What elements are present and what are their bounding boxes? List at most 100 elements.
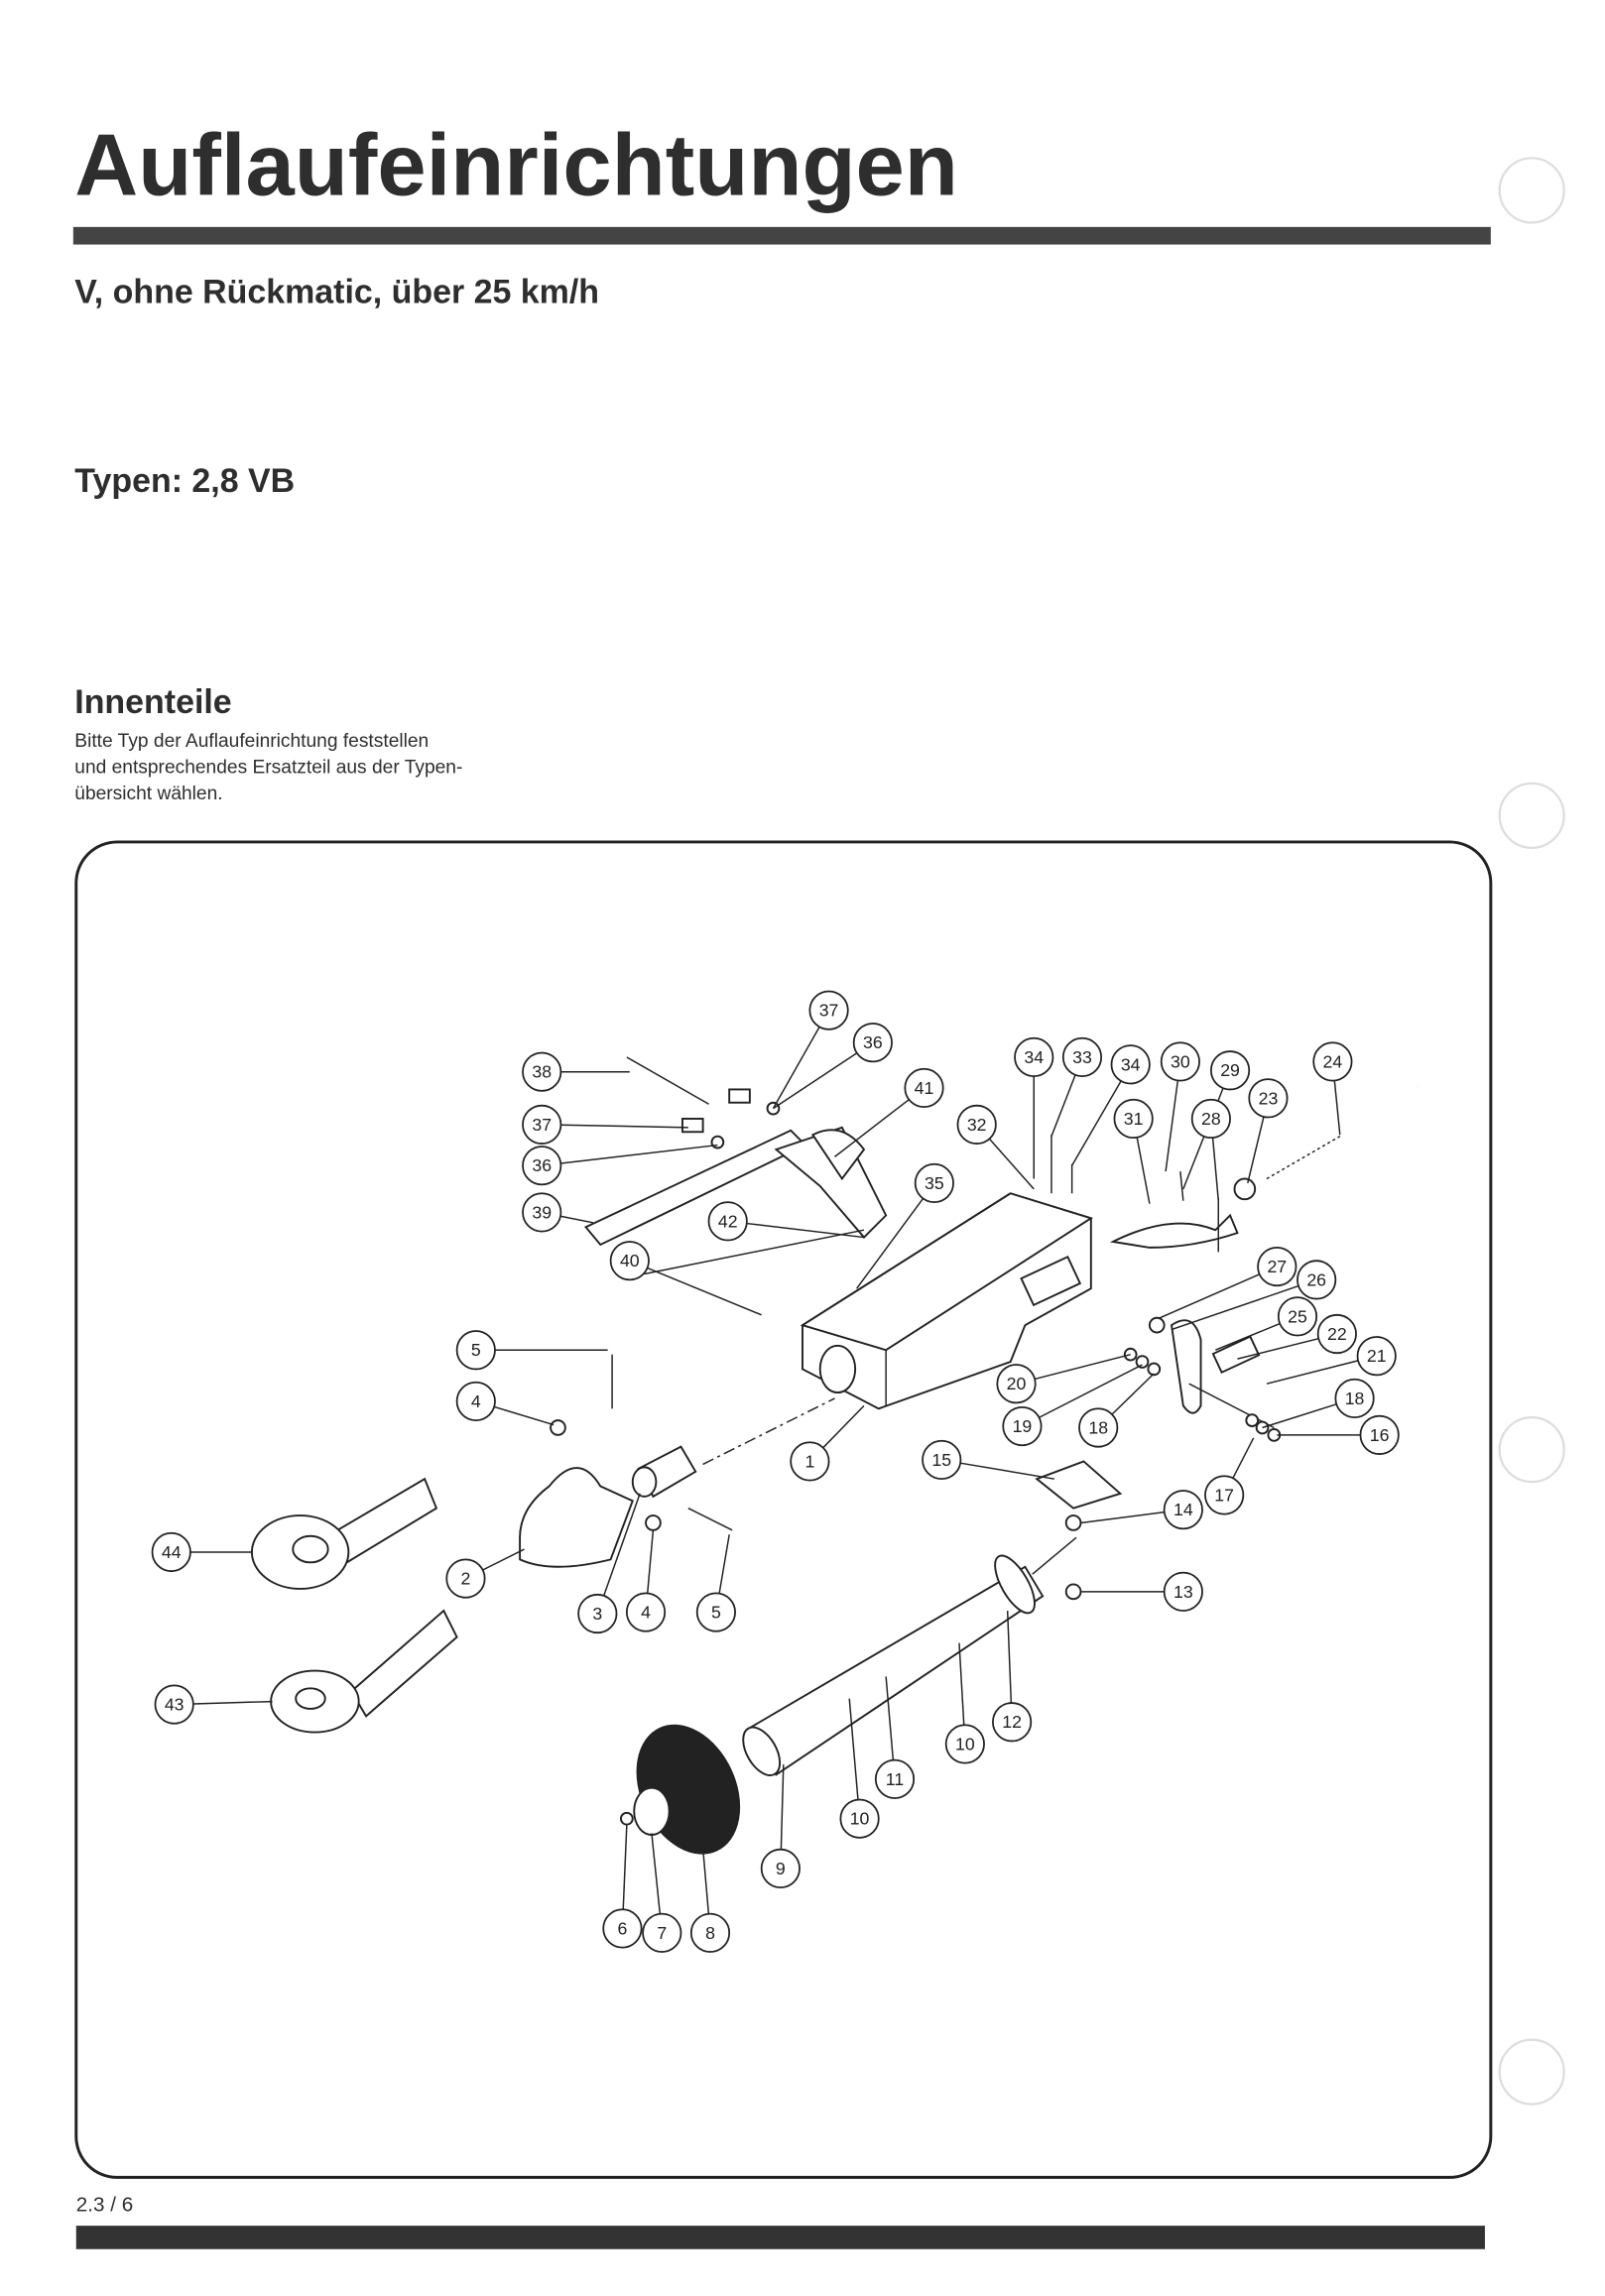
callout-number: 13 — [1173, 1582, 1193, 1602]
callout-34: 34 — [1070, 1044, 1151, 1166]
leader-line — [746, 1222, 865, 1239]
leader-line — [1171, 1284, 1299, 1331]
callout-27: 27 — [1159, 1247, 1297, 1319]
callout-number: 37 — [532, 1115, 552, 1135]
callout-number: 1 — [804, 1451, 814, 1471]
callout-number: 6 — [617, 1918, 627, 1938]
callout-circle — [760, 1848, 801, 1888]
callout-circle — [577, 1593, 618, 1634]
callout-number: 8 — [705, 1923, 715, 1943]
callout-number: 18 — [1345, 1389, 1365, 1408]
leader-line — [1159, 1273, 1261, 1319]
callout-circle — [154, 1684, 194, 1725]
callout-19: 19 — [1002, 1364, 1143, 1447]
leader-line — [1165, 1080, 1179, 1172]
callout-18: 18 — [1078, 1373, 1155, 1448]
callout-18: 18 — [1262, 1378, 1375, 1429]
callout-number: 35 — [925, 1173, 944, 1193]
callout-4: 4 — [625, 1529, 667, 1632]
leader-line — [1070, 1080, 1122, 1166]
callout-36: 36 — [773, 1023, 893, 1110]
callout-circle — [839, 1798, 880, 1839]
leader-line — [1080, 1511, 1165, 1524]
callout-number: 21 — [1367, 1346, 1387, 1366]
leader-line — [958, 1642, 965, 1726]
leader-line — [701, 1848, 710, 1914]
callout-number: 9 — [776, 1859, 786, 1878]
callout-number: 31 — [1124, 1109, 1144, 1129]
callout-2: 2 — [445, 1548, 525, 1599]
callout-number: 20 — [1007, 1374, 1027, 1393]
callout-circle — [602, 1908, 643, 1949]
callout-circle — [852, 1023, 893, 1063]
callout-number: 36 — [863, 1032, 883, 1052]
callout-number: 44 — [162, 1542, 182, 1562]
callout-number: 16 — [1370, 1425, 1390, 1445]
callout-circle — [1113, 1098, 1154, 1140]
leader-line — [603, 1493, 641, 1597]
leader-line — [560, 1124, 688, 1129]
callout-circle — [1110, 1044, 1151, 1085]
leader-line — [647, 1529, 655, 1594]
callout-number: 18 — [1088, 1417, 1108, 1437]
exploded-view-drawing — [250, 1056, 1420, 1855]
callout-circle — [1014, 1036, 1054, 1078]
callout-circle — [151, 1531, 191, 1573]
callout-circle — [609, 1241, 650, 1281]
callout-number: 33 — [1072, 1047, 1092, 1067]
callout-12: 12 — [992, 1611, 1033, 1743]
callout-10: 10 — [944, 1642, 985, 1764]
leader-line — [834, 1099, 910, 1157]
callout-14: 14 — [1080, 1490, 1203, 1530]
callout-number: 23 — [1259, 1088, 1279, 1108]
callout-circle — [808, 990, 849, 1030]
callout-circle — [992, 1702, 1033, 1743]
footer-rule — [75, 2226, 1485, 2249]
callout-7: 7 — [642, 1833, 682, 1953]
binder-holes — [1498, 157, 1565, 2106]
callout-circle — [904, 1067, 944, 1109]
callout-37: 37 — [772, 990, 849, 1110]
callout-number: 34 — [1121, 1054, 1141, 1074]
callout-circle — [1334, 1378, 1375, 1419]
callout-38: 38 — [522, 1051, 630, 1092]
callout-34: 34 — [1014, 1036, 1054, 1146]
callout-number: 42 — [718, 1211, 738, 1231]
callout-32: 32 — [956, 1104, 1035, 1190]
callout-number: 4 — [641, 1603, 651, 1623]
types-label: Typen: 2,8 VB — [74, 462, 295, 500]
section-body-line: Bitte Typ der Auflaufeinrichtung festste… — [74, 731, 429, 752]
callout-circle — [1163, 1571, 1203, 1612]
callout-circle — [707, 1201, 748, 1242]
leader-line — [1215, 1322, 1281, 1351]
callout-number: 29 — [1220, 1060, 1240, 1080]
callout-circle — [1190, 1098, 1231, 1140]
callout-23: 23 — [1247, 1078, 1289, 1184]
callout-number: 39 — [532, 1202, 552, 1222]
callout-number: 10 — [850, 1809, 870, 1829]
callout-9: 9 — [760, 1764, 801, 1888]
callout-circle — [1248, 1078, 1289, 1119]
callout-41: 41 — [834, 1067, 944, 1157]
callout-1: 1 — [790, 1404, 865, 1482]
callout-26: 26 — [1171, 1260, 1337, 1331]
leader-line — [960, 1462, 1055, 1480]
callout-11: 11 — [874, 1676, 916, 1799]
callout-number: 36 — [532, 1155, 552, 1175]
section-body-line: übersicht wählen. — [74, 784, 222, 804]
leader-line — [780, 1764, 785, 1850]
leader-line — [1111, 1373, 1155, 1415]
callout-circle — [790, 1441, 830, 1482]
callout-44: 44 — [151, 1531, 252, 1573]
leader-line — [559, 1215, 594, 1224]
leader-line — [1266, 1360, 1359, 1385]
callout-28: 28 — [1190, 1098, 1231, 1201]
callout-10: 10 — [839, 1698, 880, 1839]
callout-number: 30 — [1171, 1051, 1190, 1071]
leader-line — [482, 1548, 525, 1571]
callout-circle — [522, 1192, 562, 1233]
section-heading: Innenteile — [74, 683, 231, 721]
callout-number: 2 — [461, 1569, 471, 1589]
callout-circle — [914, 1162, 954, 1204]
callout-35: 35 — [856, 1162, 954, 1289]
